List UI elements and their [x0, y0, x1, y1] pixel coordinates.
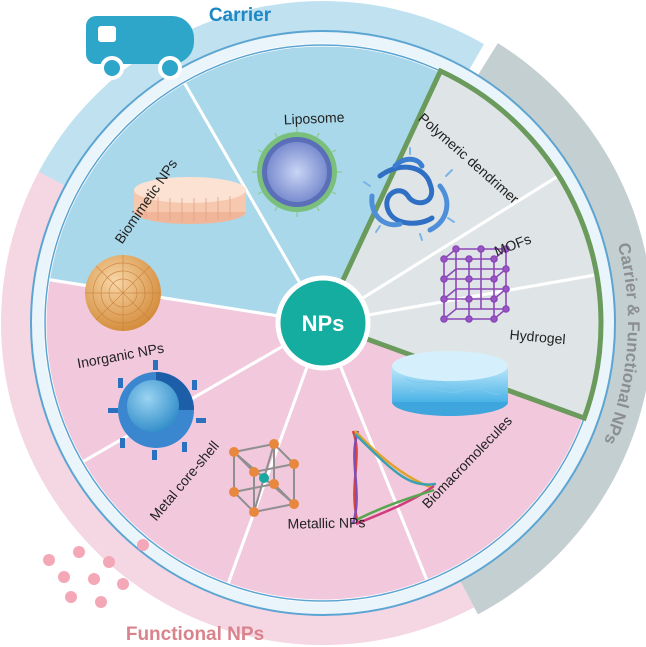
- functional-arc: [0, 171, 475, 646]
- dendrimer-icon: [363, 147, 455, 241]
- inorganic-sphere-icon: [85, 255, 161, 331]
- carrier-functional-border: [339, 67, 604, 422]
- dna-helix-icon: [351, 430, 437, 526]
- carrier-arc: [38, 0, 484, 186]
- segment-label-hydrogel: Hydrogel: [509, 326, 566, 347]
- truck-icon: [86, 16, 194, 80]
- mof-lattice-icon: [440, 245, 510, 323]
- carrier-functional-arc: [460, 43, 646, 615]
- biomimetic-disc-icon: [134, 177, 246, 224]
- segment-label-liposome: Liposome: [283, 109, 345, 128]
- functional-nps-label: Functional NPs: [126, 624, 264, 645]
- center-label: NPs: [302, 311, 345, 336]
- metal-crystal-icon: [229, 439, 299, 517]
- segment-label-metallic-nps: Metallic NPs: [287, 514, 365, 531]
- center-hub: [275, 275, 371, 371]
- icons-layer: [43, 16, 510, 608]
- particles-icon: [43, 539, 149, 608]
- hydrogel-icon: [392, 351, 508, 416]
- carrier-label: Carrier: [209, 5, 272, 26]
- liposome-icon: [252, 127, 342, 217]
- core-shell-icon: [108, 360, 206, 460]
